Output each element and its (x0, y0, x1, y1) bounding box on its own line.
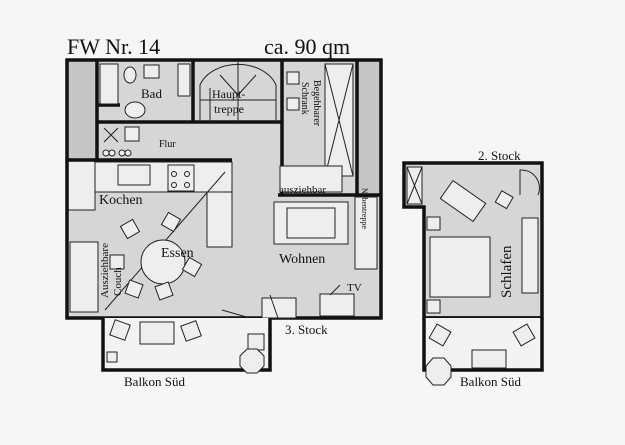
floor-3-plan (65, 58, 383, 320)
room-couch-2: Couch (112, 267, 124, 296)
room-nebentreppe: Nebentreppe (360, 188, 369, 229)
room-essen: Essen (161, 246, 194, 261)
balcony-3 (101, 318, 272, 374)
sofa (279, 165, 343, 193)
parasol-icon (239, 348, 265, 374)
plant-icon (103, 127, 119, 143)
balcony-2-label: Balkon Süd (460, 374, 522, 389)
room-bad: Bad (141, 86, 162, 101)
tv-stand (319, 293, 355, 317)
room-flur: Flur (159, 139, 176, 150)
floor-2-label: 2. Stock (478, 148, 521, 163)
room-kochen: Kochen (99, 193, 143, 208)
room-schrank-1: Begehbarer (311, 80, 322, 127)
bidet (143, 64, 160, 79)
kitchen-sink (117, 164, 151, 186)
sofa-bed (69, 241, 99, 313)
balcony-3-label: Balkon Süd (124, 374, 186, 389)
apartment-title: FW Nr. 14 (67, 34, 160, 59)
area-label: ca. 90 qm (264, 34, 350, 59)
room-schrank-2: Schrank (299, 82, 310, 115)
balcony-2 (422, 318, 544, 386)
floor-3-label: 3. Stock (285, 322, 328, 337)
bathtub (99, 63, 119, 105)
side-stairs (354, 196, 378, 270)
room-schlafen: Schlafen (499, 245, 515, 298)
room-wohnen: Wohnen (279, 252, 325, 267)
toilet (123, 66, 137, 84)
sink (124, 101, 146, 119)
wardrobe (521, 217, 539, 294)
parasol-icon (425, 357, 452, 386)
floor-2-plan (402, 161, 544, 320)
room-ausziehbar: ausziehbar (279, 184, 326, 196)
bed (429, 236, 491, 298)
room-tv: TV (347, 282, 362, 294)
room-couch-1: Ausziehbare (99, 243, 111, 298)
room-haupttreppe-1: Haupt- (212, 87, 245, 101)
room-haupttreppe-2: treppe (214, 102, 244, 116)
